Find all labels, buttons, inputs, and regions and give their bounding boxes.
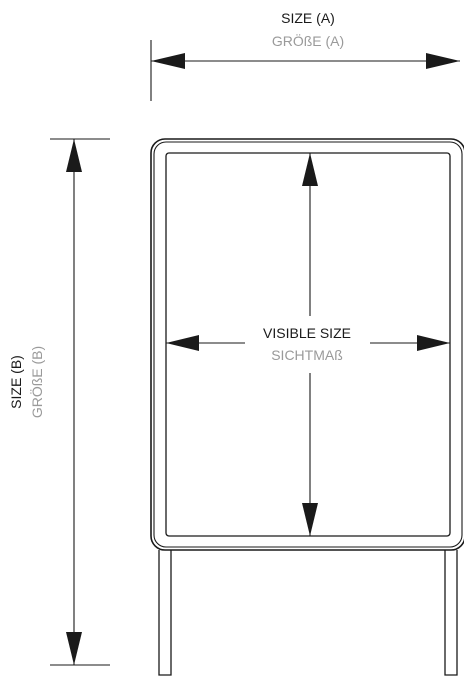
stand-legs xyxy=(158,550,458,676)
size-a-left-arrowhead xyxy=(151,53,185,69)
size-b-dimension: SIZE (B) GRÖßE (B) xyxy=(8,138,110,666)
poster-frame xyxy=(150,138,464,551)
size-a-right-arrowhead xyxy=(426,53,460,69)
left-leg xyxy=(158,550,172,676)
size-b-label-german: GRÖßE (B) xyxy=(28,346,45,418)
visible-size-label: VISIBLE SIZE xyxy=(263,325,351,341)
visible-size-dimension: VISIBLE SIZE SICHTMAß xyxy=(166,153,450,536)
visible-size-left-arrowhead xyxy=(166,335,199,351)
size-b-bottom-arrowhead xyxy=(66,632,82,665)
size-b-label: SIZE (B) xyxy=(8,355,24,409)
visible-size-label-german: SICHTMAß xyxy=(271,347,343,363)
visible-size-top-arrowhead xyxy=(302,153,318,186)
visible-size-right-arrowhead xyxy=(417,335,450,351)
frame-visible-area xyxy=(165,152,451,537)
size-a-label: SIZE (A) xyxy=(281,10,335,26)
frame-outer-edge xyxy=(150,138,464,551)
frame-profile-edge xyxy=(153,141,463,548)
size-a-dimension: SIZE (A) GRÖßE (A) xyxy=(150,10,460,101)
size-b-top-arrowhead xyxy=(66,139,82,172)
visible-size-bottom-arrowhead xyxy=(302,503,318,536)
size-a-label-german: GRÖßE (A) xyxy=(272,32,344,49)
right-leg xyxy=(444,550,458,676)
